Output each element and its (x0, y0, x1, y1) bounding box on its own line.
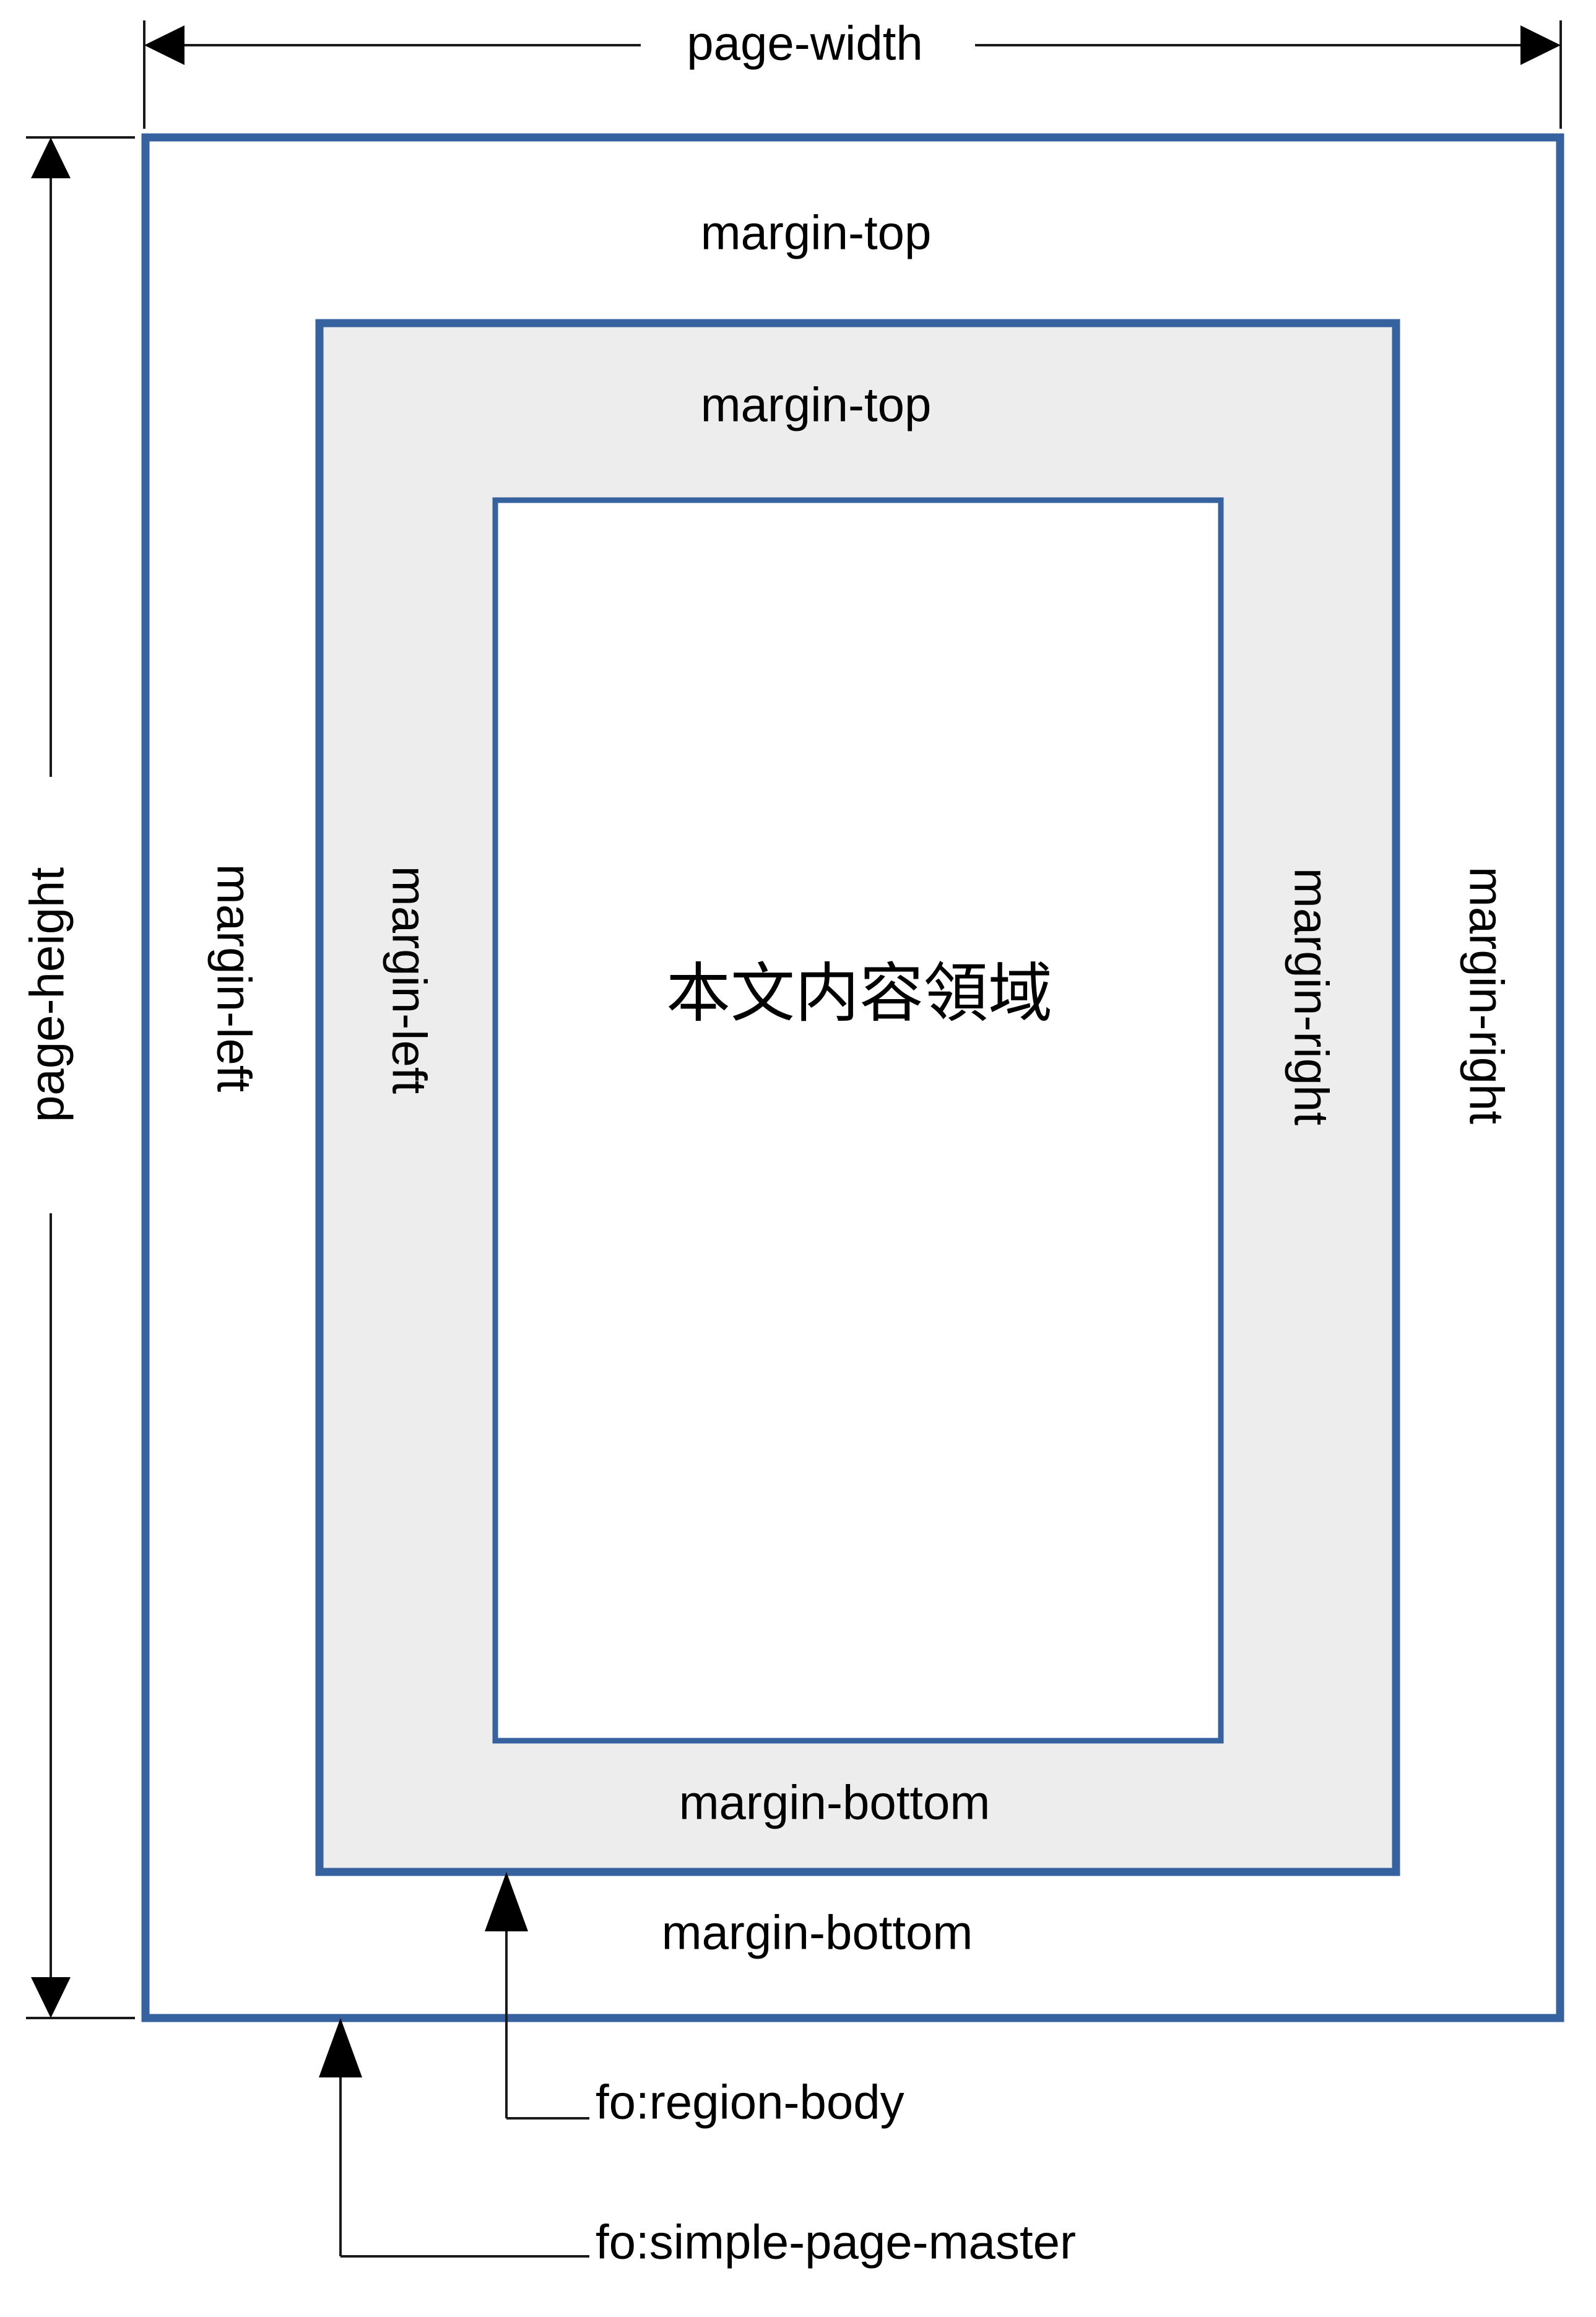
page-width-arrow-left-icon (144, 25, 184, 65)
region-body-callout-label: fo:region-body (596, 2075, 904, 2129)
simple-page-master-callout-arrow-icon (319, 2018, 362, 2077)
page-master-margin-right-label: margin-right (1459, 867, 1514, 1124)
page-height-arrow-top-icon (31, 137, 71, 178)
page-height-arrow-bottom-icon (31, 1977, 71, 2018)
page-master-margin-top-label: margin-top (701, 206, 932, 260)
region-body-margin-top-label: margin-top (701, 378, 932, 432)
simple-page-master-callout-label: fo:simple-page-master (596, 2215, 1076, 2269)
region-body-margin-bottom-label: margin-bottom (679, 1775, 991, 1830)
page-width-label: page-width (687, 16, 923, 71)
page-master-margin-bottom-label: margin-bottom (662, 1905, 973, 1960)
page-width-arrow-right-icon (1520, 25, 1561, 65)
content-area-label: 本文内容領域 (666, 955, 1052, 1031)
region-body-margin-left-label: margin-left (382, 866, 436, 1094)
page-master-margin-left-label: margin-left (207, 864, 261, 1093)
region-body-margin-right-label: margin-right (1284, 868, 1338, 1125)
page-height-label: page-height (20, 867, 74, 1122)
body-content-box (492, 497, 1224, 1744)
region-body-callout-arrow-icon (485, 1872, 528, 1931)
